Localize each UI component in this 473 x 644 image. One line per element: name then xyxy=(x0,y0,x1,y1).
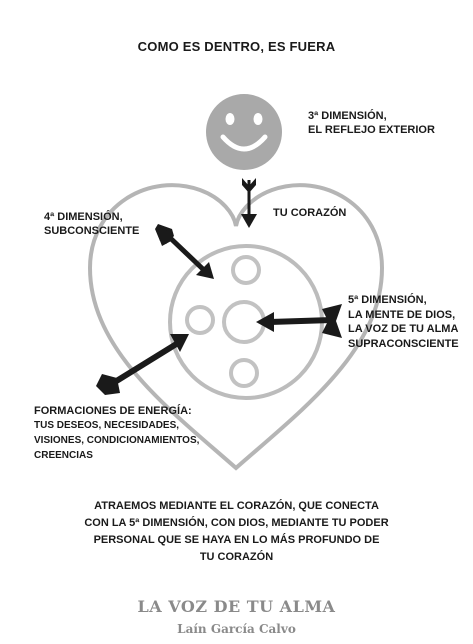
heart-outline xyxy=(87,183,385,471)
label-fifth-dimension: 5ª DIMENSIÓN, LA MENTE DE DIOS, LA VOZ D… xyxy=(348,293,459,351)
energy-circle-bottom xyxy=(229,358,259,388)
label-fourth-dimension: 4ª DIMENSIÓN, SUBCONSCIENTE xyxy=(44,210,139,238)
energy-circle-top xyxy=(231,255,261,285)
diagram-title: COMO ES DENTRO, ES FUERA xyxy=(137,39,336,54)
label-line: SUBCONSCIENTE xyxy=(44,225,140,237)
smiley-face-icon xyxy=(206,94,282,170)
footer-line: ATRAEMOS MEDIANTE EL CORAZÓN, QUE CONECT… xyxy=(94,500,379,512)
arrow-subconscious-icon xyxy=(155,224,214,279)
label-energy-formations: FORMACIONES DE ENERGÍA: TUS DESEOS, NECE… xyxy=(34,404,199,463)
label-line: 4ª DIMENSIÓN, xyxy=(44,211,123,223)
label-line: 3ª DIMENSIÓN, xyxy=(308,110,387,122)
energy-line: CREENCIAS xyxy=(34,450,93,461)
label-line: EL REFLEJO EXTERIOR xyxy=(308,124,435,136)
label-third-dimension: 3ª DIMENSIÓN, EL REFLEJO EXTERIOR xyxy=(308,109,435,137)
label-line: SUPRACONSCIENTE xyxy=(348,337,459,350)
book-author: Laín García Calvo xyxy=(177,622,296,636)
footer-line: TU CORAZÓN xyxy=(199,551,274,563)
arrow-energy-icon xyxy=(96,334,189,395)
book-title: LA VOZ DE TU ALMA xyxy=(137,597,336,616)
label-line: LA MENTE DE DIOS, xyxy=(348,308,456,321)
label-line: LA VOZ DE TU ALMA xyxy=(348,323,459,335)
energy-line: VISIONES, CONDICIONAMIENTOS, xyxy=(34,435,200,446)
footer-line: PERSONAL QUE SE HAYA EN LO MÁS PROFUNDO … xyxy=(93,534,380,546)
arrow-down-icon xyxy=(241,178,257,228)
label-heart: TU CORAZÓN xyxy=(273,207,347,219)
footer-line: CON LA 5ª DIMENSIÓN, CON DIOS, MEDIANTE … xyxy=(84,517,389,529)
energy-line: TUS DESEOS, NECESIDADES, xyxy=(34,420,180,431)
arrow-superconscious-icon xyxy=(256,304,342,338)
label-line: 5ª DIMENSIÓN, xyxy=(348,294,427,306)
energy-circle-left xyxy=(185,305,215,335)
footer-caption: ATRAEMOS MEDIANTE EL CORAZÓN, QUE CONECT… xyxy=(0,498,473,566)
energy-heading: FORMACIONES DE ENERGÍA: xyxy=(34,405,192,417)
